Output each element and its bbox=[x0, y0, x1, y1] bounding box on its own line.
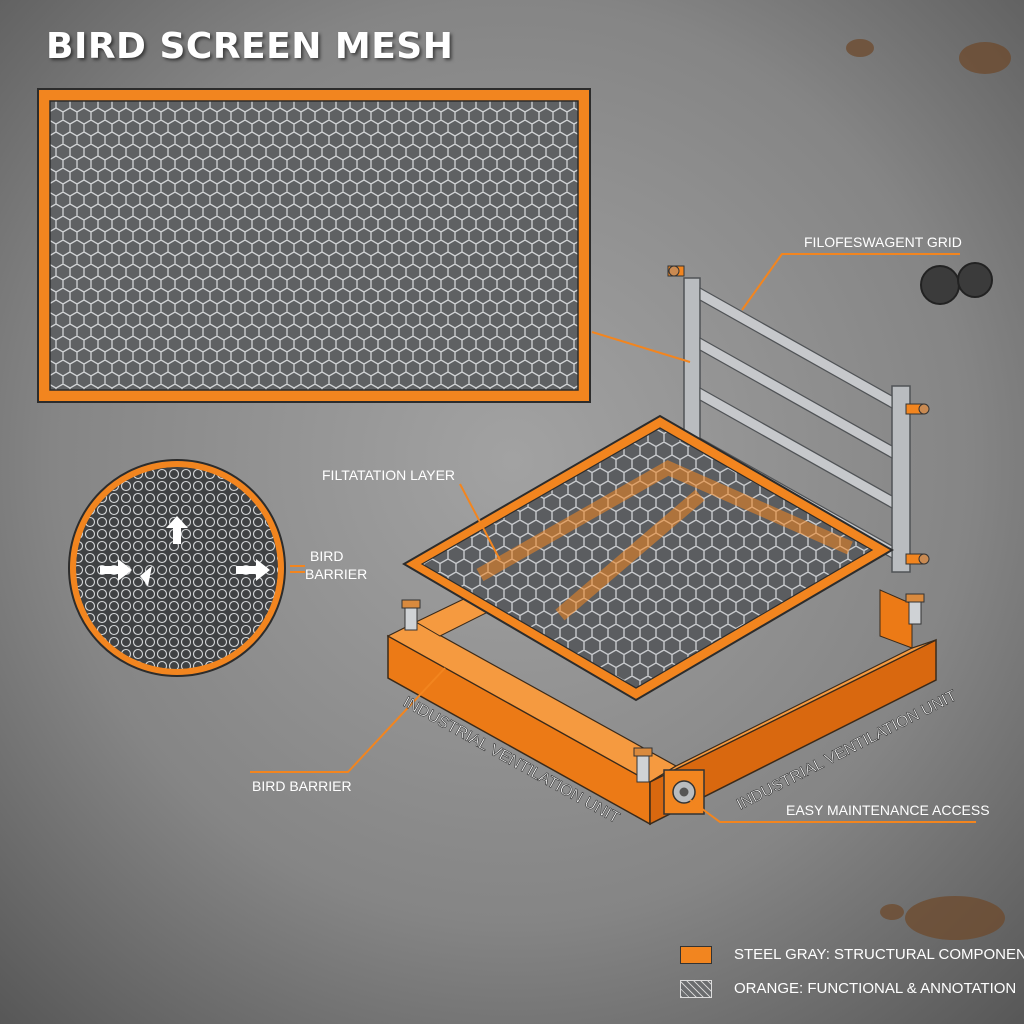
label-filtration-layer: FILTATATION LAYER bbox=[322, 467, 455, 483]
base-frame bbox=[386, 589, 937, 826]
top-mesh-panel bbox=[37, 88, 591, 403]
bolt-holes bbox=[920, 262, 993, 305]
label-easy-maintenance-access: EASY MAINTENANCE ACCESS bbox=[786, 802, 990, 818]
hinge-icon bbox=[663, 769, 705, 815]
legend-swatch-mesh bbox=[680, 980, 712, 998]
rust-stains bbox=[846, 39, 1011, 940]
legend-item-orange: ORANGE: FUNCTIONAL & ANNOTATION bbox=[680, 980, 1020, 1000]
legend-item-steel: STEEL GRAY: STRUCTURAL COMPONENTS bbox=[680, 946, 1024, 966]
bird-barrier-text: BIRD bbox=[310, 548, 343, 564]
airflow-arrow-icons bbox=[100, 516, 270, 586]
filtration-layer bbox=[402, 414, 894, 702]
bird-barrier-text-line2: BARRIER bbox=[305, 566, 367, 582]
legend-label: ORANGE: FUNCTIONAL & ANNOTATION bbox=[734, 980, 1017, 997]
mesh-detail-circle bbox=[68, 459, 286, 677]
page-title: BIRD SCREEN MESH bbox=[46, 26, 454, 67]
label-filofeswagent-grid: FILOFESWAGENT GRID bbox=[804, 234, 962, 250]
label-bird-barrier-frame: BIRD BARRIER bbox=[252, 778, 352, 794]
leader-lines bbox=[250, 253, 976, 823]
frame-bolts bbox=[401, 593, 925, 783]
legend-swatch-orange bbox=[680, 946, 712, 964]
legend-label: STEEL GRAY: STRUCTURAL COMPONENTS bbox=[734, 946, 1024, 963]
label-bird-barrier-circle: BIRD BARRIER bbox=[305, 548, 367, 582]
